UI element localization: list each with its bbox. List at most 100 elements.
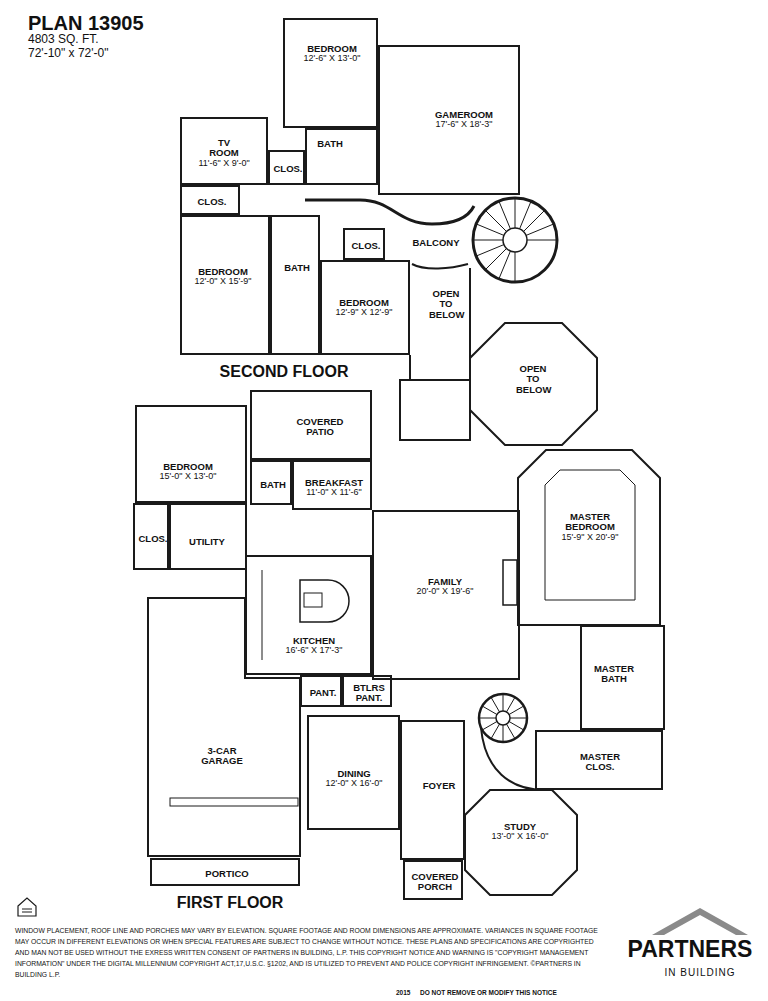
room: BEDROOM15'-0" X 13'-0": [135, 405, 247, 503]
stair-tread: [482, 706, 497, 715]
stair-tread: [520, 201, 531, 229]
room-name: BEDROOM: [163, 462, 213, 472]
room-label: FAMILY20'-0" X 19'-6": [345, 577, 545, 597]
stair-tread: [491, 724, 500, 739]
room-name: MASTER BATH: [592, 664, 637, 685]
room: BATH: [305, 128, 378, 185]
plan-label: 4803 SQ. FT.: [28, 33, 99, 46]
room: GAMEROOM17'-6" X 18'-3": [378, 45, 520, 195]
room-wall: [518, 450, 660, 625]
room-label: COVERED PATIO: [220, 417, 420, 438]
room: BEDROOM12'-0" X 15'-9": [180, 215, 270, 355]
stair-tread: [509, 722, 524, 731]
stair-tread: [515, 252, 516, 282]
label-holder: BALCONY: [286, 238, 586, 248]
tray-ceiling: [545, 470, 635, 600]
room: KITCHEN16'-6" X 17'-3": [245, 555, 372, 675]
room-dimensions: 12'-0" X 16'-0": [326, 779, 383, 789]
room: STUDY13'-0" X 16'-0": [465, 790, 577, 895]
room-name: TV ROOM: [204, 138, 244, 159]
room-dimensions: 17'-6" X 18'-3": [436, 120, 493, 130]
room: DINING12'-0" X 16'-0": [307, 715, 400, 830]
room-name: BEDROOM: [198, 267, 248, 277]
stair-tread: [499, 201, 510, 229]
room-dimensions: 20'-0" X 19'-6": [417, 587, 474, 597]
room-name: PORTICO: [205, 869, 248, 879]
logo-text: PARTNERS: [628, 937, 753, 962]
room-outline: [465, 790, 577, 895]
stair-tread: [503, 725, 504, 742]
stair-tread: [485, 210, 506, 231]
room-name: 3-CAR GARAGE: [192, 746, 252, 767]
plan-title: PLAN 13905: [28, 12, 144, 34]
room: PORTICO: [150, 858, 300, 886]
room-name: FOYER: [423, 781, 456, 791]
fireplace: [503, 560, 517, 605]
floor-heading: SECOND FLOOR: [220, 363, 349, 381]
room-name: CLOS.: [197, 197, 226, 207]
room-name: COVERED PATIO: [295, 417, 345, 438]
room: FAMILY20'-0" X 19'-6": [372, 510, 520, 680]
room-name: STUDY: [504, 822, 536, 832]
label-holder: FIRST FLOOR: [80, 894, 380, 912]
floor-heading: FIRST FLOOR: [177, 894, 284, 912]
room-name: BATH: [284, 263, 310, 273]
room-label: STUDY13'-0" X 16'-0": [420, 822, 620, 842]
room-name: BREAKFAST: [305, 478, 363, 488]
room: TV ROOM11'-6" X 9'-0": [180, 117, 268, 185]
plan-label: OPEN TO BELOW: [429, 289, 463, 320]
bay-window: [400, 380, 470, 440]
room-label: CLOS.: [188, 164, 388, 174]
spiral-stair: [473, 198, 557, 282]
room: 3-CAR GARAGE: [148, 598, 300, 856]
room: OPEN TO BELOW: [470, 323, 597, 445]
balcony-edge: [412, 264, 468, 269]
room-label: FOYER: [339, 781, 539, 791]
room: BATH: [250, 460, 292, 505]
label-holder: DO NOT REMOVE OR MODIFY THIS NOTICE: [420, 989, 557, 996]
room-name: BEDROOM: [307, 44, 357, 54]
room: BEDROOM12'-6" X 13'-0": [283, 18, 378, 128]
stair-tread: [523, 210, 544, 231]
room: CLOS.: [133, 503, 169, 570]
room-dimensions: 15'-0" X 13'-0": [160, 472, 217, 482]
room-wall: [148, 598, 300, 856]
room-name: COVERED PORCH: [409, 872, 461, 893]
room-dimensions: 12'-6" X 13'-0": [304, 54, 361, 64]
stair-tread: [507, 697, 516, 712]
room: MASTER BATH: [580, 625, 665, 730]
label-holder: SECOND FLOOR: [134, 363, 434, 381]
stair-treads: [473, 198, 557, 282]
room: CLOS.: [180, 185, 240, 215]
room: UTILITY: [169, 503, 247, 570]
wall-line: [410, 268, 470, 380]
label-holder: IN BUILDING: [550, 967, 768, 978]
stair-tread: [499, 251, 510, 279]
room-label: COVERED PORCH: [335, 872, 535, 893]
label-holder: 2015: [396, 989, 410, 996]
balcony-rail: [305, 200, 474, 224]
stair-tread: [510, 718, 527, 719]
room-name: BATH: [317, 139, 343, 149]
plan-label: DO NOT REMOVE OR MODIFY THIS NOTICE: [420, 989, 557, 996]
room: BATH: [270, 215, 320, 355]
room: CLOS.: [343, 228, 385, 260]
room-label: BATH: [230, 139, 430, 149]
label-holder: PARTNERS: [540, 937, 768, 962]
room-name: BTLRS PANT.: [349, 683, 389, 704]
room-dimensions: 15'-9" X 20'-9": [562, 532, 619, 542]
room-name: FAMILY: [428, 577, 462, 587]
stair-newel: [503, 228, 527, 252]
spiral-stair: [479, 694, 527, 742]
room: MASTER CLOS.: [535, 730, 663, 790]
stair-tread: [479, 718, 496, 719]
equal-housing-logo: [18, 898, 36, 916]
room-name: PANT.: [310, 688, 337, 698]
room: CLOS.: [268, 150, 305, 185]
room-name: MASTER CLOS.: [575, 752, 625, 773]
room-name: UTILITY: [189, 537, 225, 547]
room-label: KITCHEN16'-6" X 17'-3": [214, 636, 414, 656]
room: FOYER: [400, 720, 465, 860]
